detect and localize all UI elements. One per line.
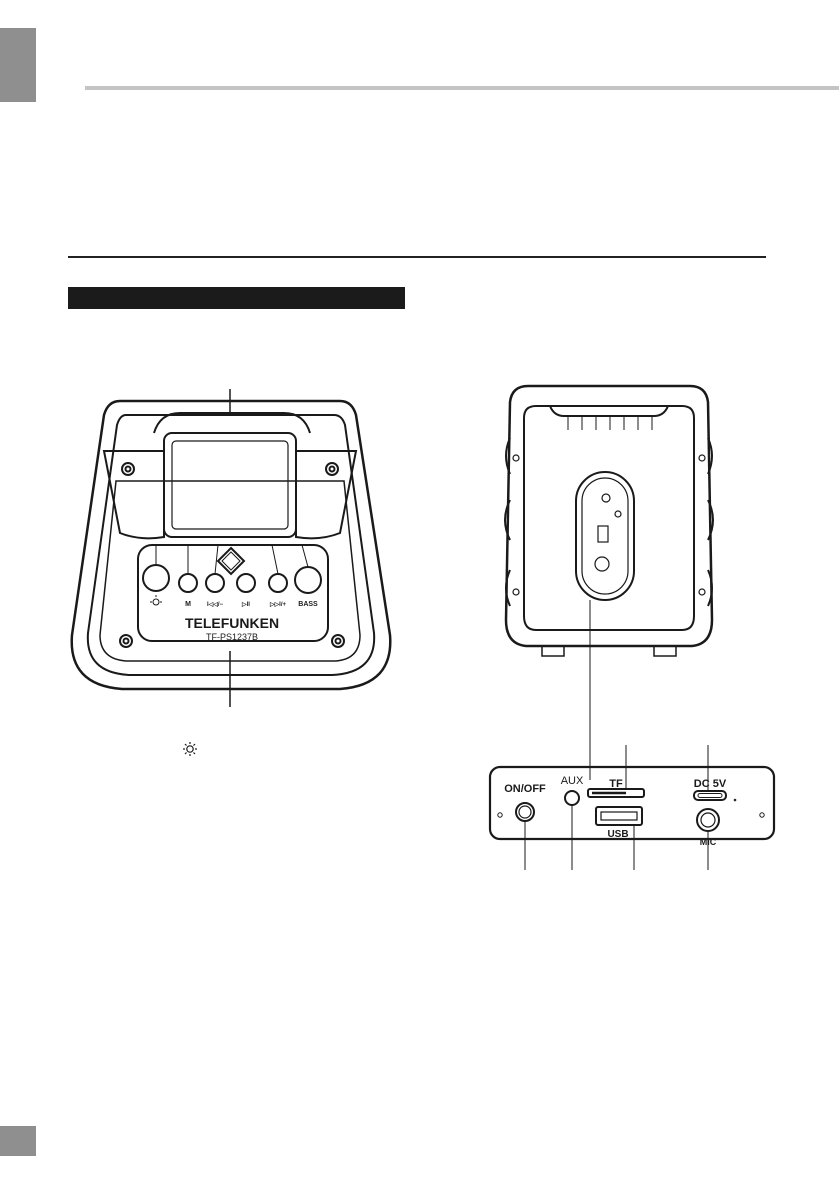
lightbulb-icon	[183, 742, 197, 756]
section-heading-bar	[68, 287, 405, 309]
usb-label: USB	[607, 829, 628, 840]
prev-button-label: I◁◁/−	[207, 601, 224, 608]
dc-5v-label: DC 5V	[694, 778, 727, 790]
bass-button-label: BASS	[298, 601, 318, 608]
tf-label: TF	[609, 778, 623, 790]
callout-line	[589, 600, 591, 780]
language-tab	[0, 28, 36, 102]
front-panel-diagram: M I◁◁/− ▷II ▷▷I/+ BASS TELEFUNKEN TF-PS1…	[70, 389, 392, 707]
section-divider	[68, 256, 766, 258]
mic-label: MIC	[700, 837, 717, 847]
aux-label: AUX	[561, 775, 584, 787]
model-label: TF-PS1237B	[206, 632, 258, 642]
light-button-icon	[150, 595, 162, 606]
mode-button-label: M	[185, 601, 191, 608]
header-rule	[85, 86, 839, 90]
page-number-tab	[0, 1126, 36, 1156]
port-panel-diagram: ON/OFF AUX TF DC 5V USB MIC	[488, 745, 776, 870]
play-pause-button-label: ▷II	[241, 601, 250, 608]
rear-view-diagram	[504, 384, 714, 657]
brand-logo-text: TELEFUNKEN	[185, 615, 279, 631]
on-off-label: ON/OFF	[504, 783, 546, 795]
next-button-label: ▷▷I/+	[269, 601, 287, 608]
